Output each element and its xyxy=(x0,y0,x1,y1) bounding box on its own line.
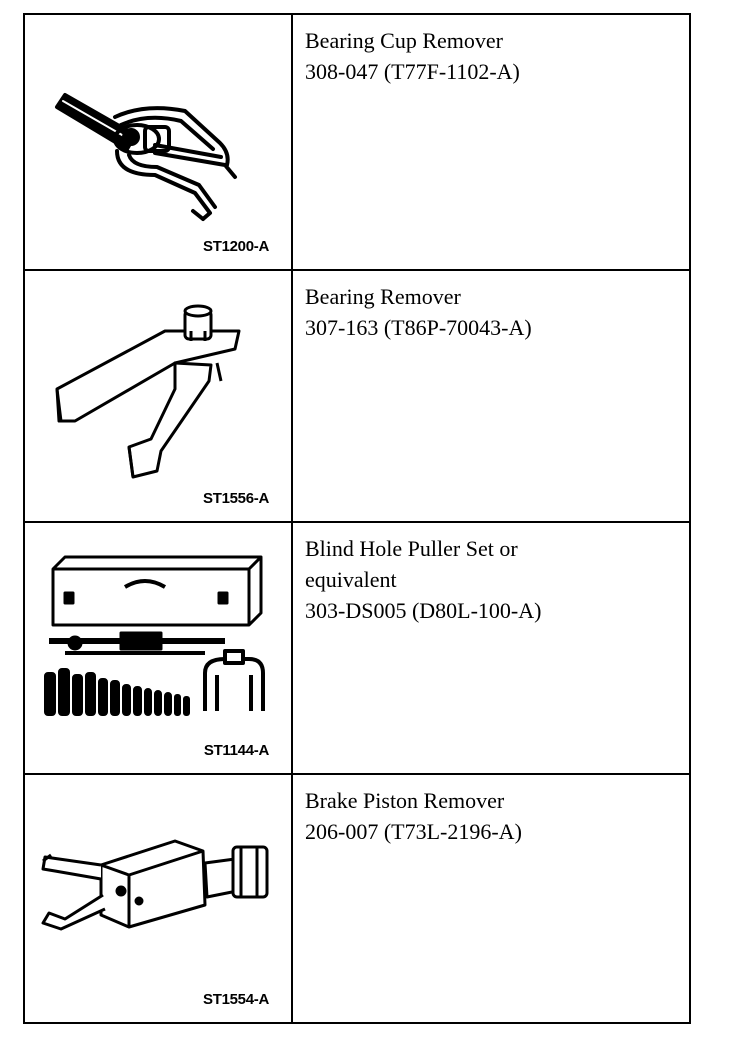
tool-image-cell: ST1144-A xyxy=(25,523,293,773)
tool-name: Blind Hole Puller Set or xyxy=(305,536,518,561)
tool-image-cell: ST1554-A xyxy=(25,775,293,1022)
brake-piston-remover-illustration xyxy=(41,839,269,931)
table-row: ST1554-A Brake Piston Remover 206-007 (T… xyxy=(25,775,689,1022)
tool-image-code: ST1200-A xyxy=(203,238,269,255)
table-row: ST1144-A Blind Hole Puller Set or equiva… xyxy=(25,523,689,775)
tool-part-number: 307-163 (T86P-70043-A) xyxy=(305,315,532,340)
tool-description: Bearing Cup Remover 308-047 (T77F-1102-A… xyxy=(305,25,681,87)
tool-name: Bearing Cup Remover xyxy=(305,28,503,53)
tool-name-continued: equivalent xyxy=(305,567,397,592)
tool-description: Blind Hole Puller Set or equivalent 303-… xyxy=(305,533,681,626)
tool-part-number: 308-047 (T77F-1102-A) xyxy=(305,59,520,84)
tool-image-code: ST1556-A xyxy=(203,490,269,507)
table-row: ST1556-A Bearing Remover 307-163 (T86P-7… xyxy=(25,271,689,523)
special-tools-table: ST1200-A Bearing Cup Remover 308-047 (T7… xyxy=(23,13,691,1024)
tool-image-code: ST1144-A xyxy=(203,742,269,759)
tool-name: Bearing Remover xyxy=(305,284,461,309)
tool-part-number: 303-DS005 (D80L-100-A) xyxy=(305,598,542,623)
blind-hole-puller-set-illustration xyxy=(44,555,265,716)
tool-description: Bearing Remover 307-163 (T86P-70043-A) xyxy=(305,281,681,343)
bearing-cup-remover-illustration xyxy=(55,93,237,221)
tool-image-cell: ST1556-A xyxy=(25,271,293,521)
tool-name: Brake Piston Remover xyxy=(305,788,505,813)
tool-image-cell: ST1200-A xyxy=(25,15,293,269)
table-row: ST1200-A Bearing Cup Remover 308-047 (T7… xyxy=(25,15,689,271)
bearing-remover-illustration xyxy=(55,304,241,479)
tool-part-number: 206-007 (T73L-2196-A) xyxy=(305,819,522,844)
tool-image-code: ST1554-A xyxy=(203,991,269,1008)
tool-description: Brake Piston Remover 206-007 (T73L-2196-… xyxy=(305,785,681,847)
